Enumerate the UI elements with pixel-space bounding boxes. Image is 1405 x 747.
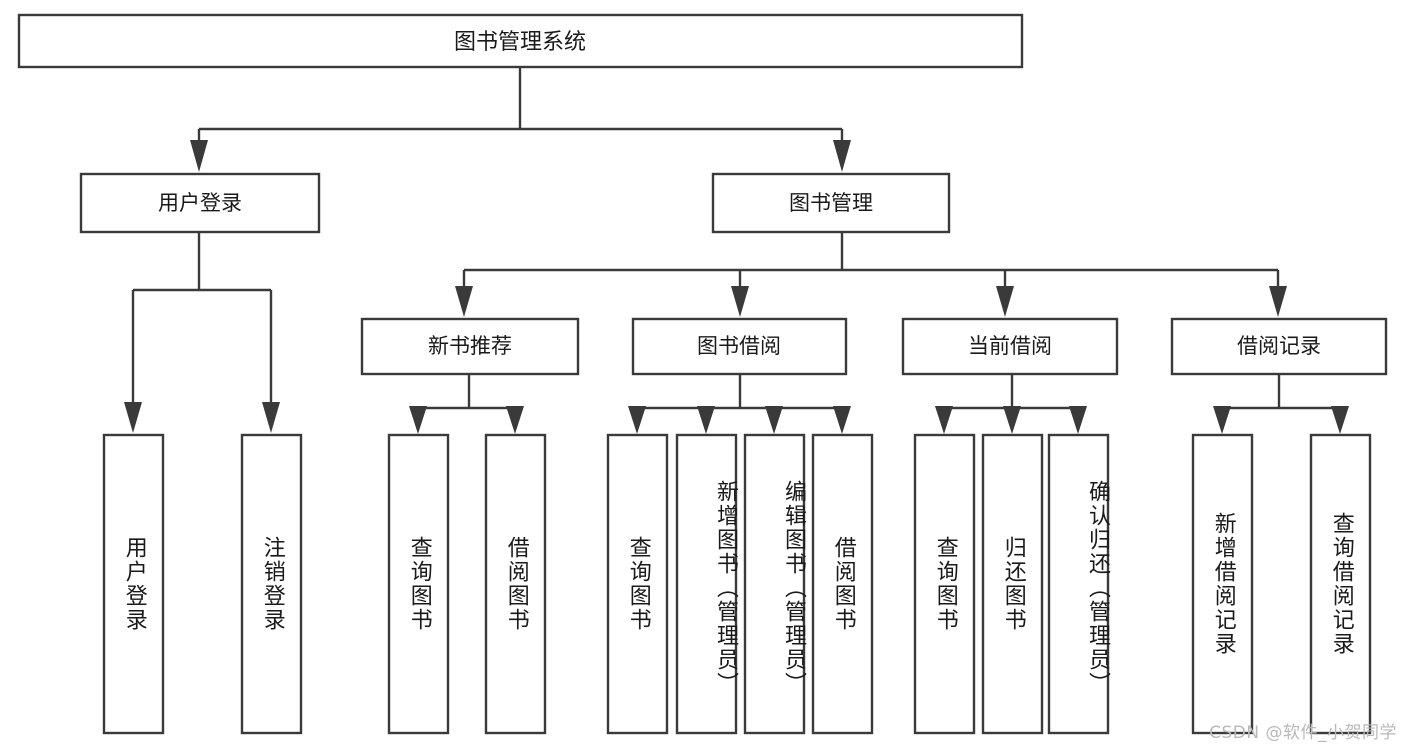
node-book-borrow-label: 图书借阅: [697, 334, 781, 358]
arrowhead-nb-leaf-2: [506, 406, 524, 434]
node-book-manage[interactable]: 图书管理: [711, 172, 951, 234]
node-book-borrow[interactable]: 图书借阅: [631, 317, 848, 376]
node-borrow-records[interactable]: 借阅记录: [1170, 317, 1388, 376]
arrowhead-current-borrow: [996, 286, 1014, 317]
leaf-box-cb-confirm[interactable]: [1047, 433, 1110, 735]
node-borrow-records-box[interactable]: [1170, 317, 1388, 376]
leaf-box-br-add[interactable]: [1191, 433, 1254, 735]
arrowhead-leaf-logout: [262, 402, 280, 433]
node-user-login[interactable]: 用户登录: [79, 172, 321, 234]
arrowhead-bb-leaf-1: [628, 406, 646, 434]
arrowhead-borrow-records: [1269, 286, 1287, 317]
node-user-login-box[interactable]: [79, 172, 321, 234]
leaf-box-bb-edit[interactable]: [743, 433, 806, 735]
node-current-borrow-box[interactable]: [901, 317, 1119, 376]
node-root-box[interactable]: [17, 13, 1024, 69]
leaf-group-current-borrow: [913, 433, 1110, 735]
leaf-group-new-book: [387, 433, 547, 735]
arrowhead-bb-leaf-3: [765, 406, 783, 434]
leaf-box-nb-borrow[interactable]: [484, 433, 547, 735]
arrowhead-new-book: [455, 286, 473, 317]
leaf-group-book-borrow: [606, 433, 874, 735]
leaf-box-logout[interactable]: [240, 433, 303, 735]
leaf-box-cb-return[interactable]: [981, 433, 1044, 735]
arrowhead-bb-leaf-4: [833, 406, 851, 434]
arrowhead-br-leaf-2: [1331, 406, 1349, 434]
leaf-box-br-query[interactable]: [1309, 433, 1372, 735]
leaf-box-nb-query[interactable]: [387, 433, 450, 735]
node-current-borrow[interactable]: 当前借阅: [901, 317, 1119, 376]
node-book-manage-label: 图书管理: [789, 191, 873, 215]
connectors-borrow-records-to-leaves: [1213, 375, 1349, 434]
arrowhead-cb-leaf-1: [935, 406, 953, 434]
leaf-box-bb-borrow[interactable]: [811, 433, 874, 735]
watermark-text: CSDN @软件_小贺同学: [1209, 723, 1397, 743]
arrowhead-cb-leaf-3: [1069, 406, 1087, 434]
node-root-label: 图书管理系统: [454, 30, 586, 55]
node-root[interactable]: 图书管理系统: [17, 13, 1024, 69]
arrowhead-cb-leaf-2: [1003, 406, 1021, 434]
arrowhead-book-manage: [833, 140, 851, 172]
leaf-box-bb-add[interactable]: [675, 433, 738, 735]
connectors-root-to-level2: [190, 68, 851, 172]
node-user-login-label: 用户登录: [158, 191, 242, 215]
arrowhead-bb-leaf-2: [697, 406, 715, 434]
leaf-group-borrow-records: [1191, 433, 1372, 735]
node-new-book-label: 新书推荐: [428, 334, 512, 358]
leaf-box-bb-query[interactable]: [606, 433, 669, 735]
leaf-box-user-login[interactable]: [102, 433, 165, 735]
node-new-book-box[interactable]: [360, 317, 580, 376]
node-book-manage-box[interactable]: [711, 172, 951, 234]
leaf-box-cb-query[interactable]: [913, 433, 976, 735]
connectors-book-manage-to-level3: [455, 233, 1287, 317]
arrowhead-user-login: [190, 140, 208, 172]
node-current-borrow-label: 当前借阅: [968, 334, 1052, 358]
node-book-borrow-box[interactable]: [631, 317, 848, 376]
connectors-user-login-to-leaves: [124, 233, 280, 433]
connectors-book-borrow-to-leaves: [628, 375, 851, 434]
arrowhead-book-borrow: [731, 286, 749, 317]
node-new-book-recommend[interactable]: 新书推荐: [360, 317, 580, 376]
leaf-group-user-login: [102, 433, 303, 735]
node-borrow-records-label: 借阅记录: [1237, 334, 1321, 358]
arrowhead-br-leaf-1: [1213, 406, 1231, 434]
connectors-new-book-to-leaves: [409, 375, 524, 434]
arrowhead-leaf-user-login: [124, 402, 142, 433]
arrowhead-nb-leaf-1: [409, 406, 427, 434]
connectors-current-borrow-to-leaves: [935, 375, 1087, 434]
